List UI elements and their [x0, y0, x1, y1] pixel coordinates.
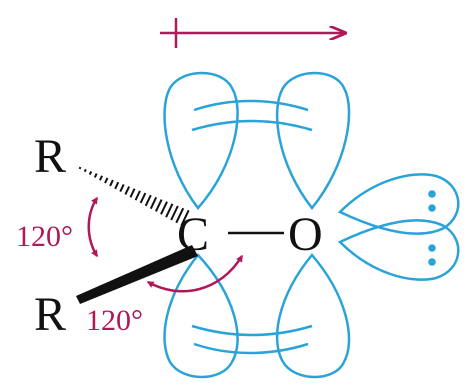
r-group-top-label: R — [34, 130, 66, 183]
oxygen-lone-pair-orbitals — [337, 173, 460, 281]
pi-overlap-line-upper-1 — [193, 99, 309, 112]
hashed-wedge-bond — [78, 166, 190, 227]
hash-line — [93, 173, 98, 178]
pi-overlap-line-lower-2 — [193, 342, 309, 355]
hash-line — [88, 170, 93, 176]
left-angle-label: 120° — [16, 220, 73, 253]
hash-line — [139, 192, 147, 204]
hash-line — [83, 168, 87, 173]
hash-line — [129, 188, 136, 198]
hash-line — [99, 175, 103, 181]
hash-line — [154, 199, 163, 212]
hash-line — [180, 209, 190, 227]
double-headed-curved-arrow-icon — [146, 254, 244, 293]
dipole-arrow-icon — [160, 18, 345, 48]
hash-line — [109, 179, 114, 187]
carbon-atom-label: C — [177, 208, 209, 261]
carbon-p-orbital-lower-lobe — [163, 253, 239, 379]
hash-line — [175, 207, 185, 224]
lone-pair-dots-icon — [428, 190, 436, 212]
oxygen-p-orbital-lower-lobe — [275, 253, 351, 379]
hash-line — [119, 183, 125, 193]
hash-line — [165, 203, 174, 218]
hash-line — [104, 177, 109, 184]
hash-line — [78, 166, 82, 170]
oxygen-atom-label: O — [288, 208, 323, 261]
hash-line — [149, 196, 158, 210]
double-headed-curved-arrow-icon — [87, 196, 99, 258]
lone-pair-orbital-upper — [337, 173, 460, 235]
hash-line — [134, 190, 141, 201]
hash-line — [170, 205, 179, 221]
hash-line — [114, 181, 120, 190]
bottom-angle-label: 120° — [86, 304, 143, 337]
pi-overlap-line-lower-1 — [191, 324, 313, 337]
pi-bond-lower-lobes — [163, 253, 351, 379]
oxygen-p-orbital-upper-lobe — [275, 71, 351, 210]
hash-line — [160, 201, 168, 215]
hash-line — [144, 194, 152, 207]
lone-pair-orbital-lower — [337, 219, 460, 281]
carbon-p-orbital-upper-lobe — [163, 71, 239, 210]
lone-pair-dots-icon — [428, 244, 436, 266]
pi-overlap-line-upper-2 — [191, 119, 313, 132]
hash-line — [124, 186, 131, 195]
r-group-bottom-label: R — [34, 288, 66, 341]
pi-bond-upper-lobes — [163, 71, 351, 210]
